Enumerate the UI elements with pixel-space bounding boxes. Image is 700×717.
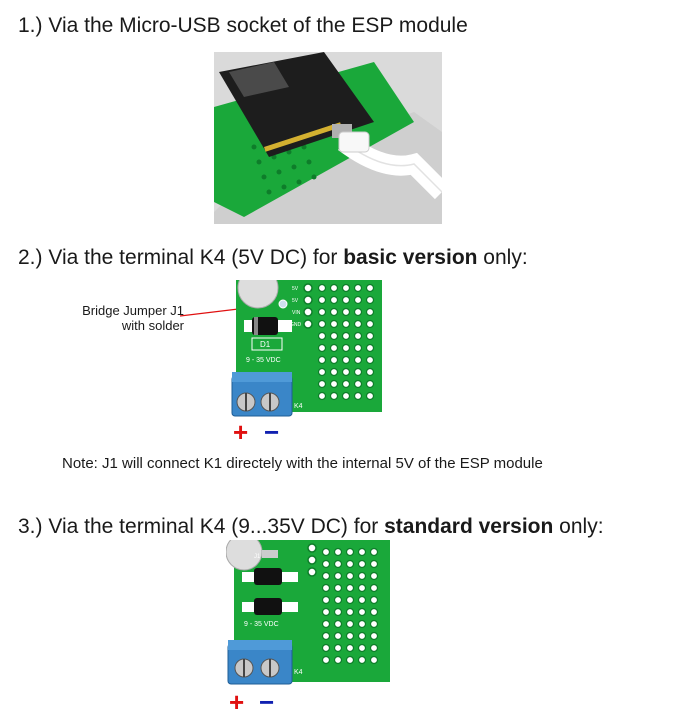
minus-sign-2: − [264,417,280,447]
plus-sign-2: + [233,417,249,447]
step3-prefix: 3.) Via the terminal K4 (9...35V DC) for [18,515,385,538]
diode-label: D1 [260,340,271,349]
voltage-label-3: 9 - 35 VDC [244,621,279,628]
voltage-label: 9 - 35 VDC [246,357,281,364]
step3-suffix: only: [553,515,604,538]
svg-text:VIN: VIN [292,310,301,316]
terminal-label: K4 [294,403,303,410]
callout-line2: with solder [121,318,184,333]
note-text: Note: J1 will connect K1 directely with … [62,455,543,472]
minus-sign-3: − [259,687,275,717]
callout-line1: Bridge Jumper J1 [82,303,184,318]
step2-prefix: 2.) Via the terminal K4 (5V DC) for [18,246,344,269]
step3-heading: 3.) Via the terminal K4 (9...35V DC) for… [18,515,604,539]
svg-text:5V: 5V [292,286,299,292]
usb-photo [214,52,442,224]
terminal-label-3: K4 [294,669,303,676]
jumper-label: J1 [254,554,261,560]
step1-heading: 1.) Via the Micro-USB socket of the ESP … [18,14,468,38]
standard-board-photo: J1 9 - 35 VDC K4 [226,540,390,685]
svg-text:GND: GND [290,322,302,328]
step3-bold: standard version [384,515,554,538]
jumper-callout: Bridge Jumper J1 with solder [52,303,184,333]
step1-text: 1.) Via the Micro-USB socket of the ESP … [18,14,468,37]
step2-suffix: only: [477,246,528,269]
svg-text:5V: 5V [292,298,299,304]
basic-board-photo: 5V 5V VIN GND D1 9 - 35 VDC K4 [180,280,382,417]
step2-bold: basic version [343,246,478,269]
step2-heading: 2.) Via the terminal K4 (5V DC) for basi… [18,246,528,270]
plus-sign-3: + [229,687,245,717]
